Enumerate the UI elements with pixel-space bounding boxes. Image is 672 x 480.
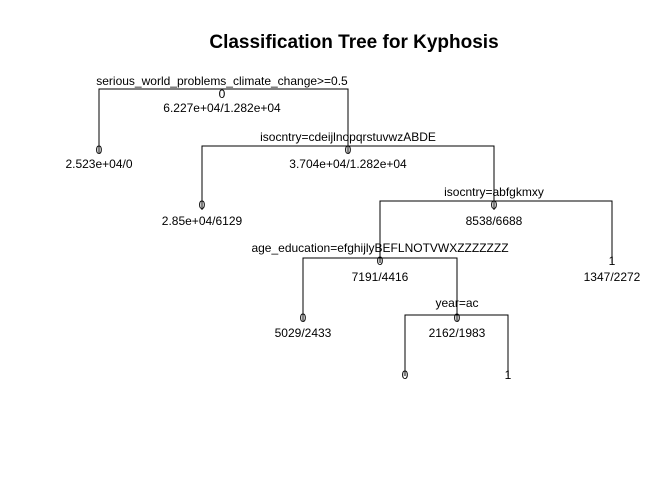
node-n14: age_education=efghijlyBEFLNOTVWXZZZZZZZ … <box>251 241 508 284</box>
node-n15: 1 1347/2272 <box>584 254 641 284</box>
node-root: serious_world_problems_climate_change>=0… <box>96 74 348 115</box>
class-label-n59: 1 <box>505 368 512 382</box>
class-label-n3: 0 <box>345 143 352 157</box>
node-n3: isocntry=cdeijlnopqrstuvwzABDE 0 3.704e+… <box>260 130 436 171</box>
class-label-root: 0 <box>219 87 226 101</box>
node-n6: 0 2.85e+04/6129 <box>162 198 243 228</box>
node-n29: year=ac 0 2162/1983 <box>429 296 486 340</box>
counts-label-n3: 3.704e+04/1.282e+04 <box>289 157 407 171</box>
node-n2: 0 2.523e+04/0 <box>65 143 132 171</box>
class-label-n14: 0 <box>377 254 384 268</box>
edge-n29 <box>404 314 509 376</box>
edge-n7 <box>379 200 613 263</box>
node-n58: 0 <box>402 368 409 382</box>
counts-label-n7: 8538/6688 <box>466 214 523 228</box>
edge-root <box>98 88 349 153</box>
edge-n14 <box>302 257 458 321</box>
tree-edges <box>98 88 613 376</box>
split-label-n3: isocntry=cdeijlnopqrstuvwzABDE <box>260 130 436 144</box>
counts-label-n6: 2.85e+04/6129 <box>162 214 243 228</box>
split-label-n29: year=ac <box>435 296 478 310</box>
counts-label-n15: 1347/2272 <box>584 270 641 284</box>
counts-label-root: 6.227e+04/1.282e+04 <box>163 101 281 115</box>
class-label-n29: 0 <box>454 311 461 325</box>
counts-label-n29: 2162/1983 <box>429 326 486 340</box>
counts-label-n28: 5029/2433 <box>275 326 332 340</box>
class-label-n28: 0 <box>300 311 307 325</box>
class-label-n6: 0 <box>199 198 206 212</box>
class-label-n7: 0 <box>491 198 498 212</box>
edge-n3 <box>201 145 495 210</box>
split-label-n7: isocntry=abfgkmxy <box>444 185 544 199</box>
split-label-root: serious_world_problems_climate_change>=0… <box>96 74 348 88</box>
counts-label-n14: 7191/4416 <box>352 270 409 284</box>
split-label-n14: age_education=efghijlyBEFLNOTVWXZZZZZZZ <box>251 241 508 255</box>
node-n59: 1 <box>505 368 512 382</box>
counts-label-n2: 2.523e+04/0 <box>65 157 132 171</box>
class-label-n2: 0 <box>96 143 103 157</box>
node-n7: isocntry=abfgkmxy 0 8538/6688 <box>444 185 544 228</box>
class-label-n15: 1 <box>609 254 616 268</box>
node-n28: 0 5029/2433 <box>275 311 332 340</box>
class-label-n58: 0 <box>402 368 409 382</box>
chart-title: Classification Tree for Kyphosis <box>209 32 498 53</box>
